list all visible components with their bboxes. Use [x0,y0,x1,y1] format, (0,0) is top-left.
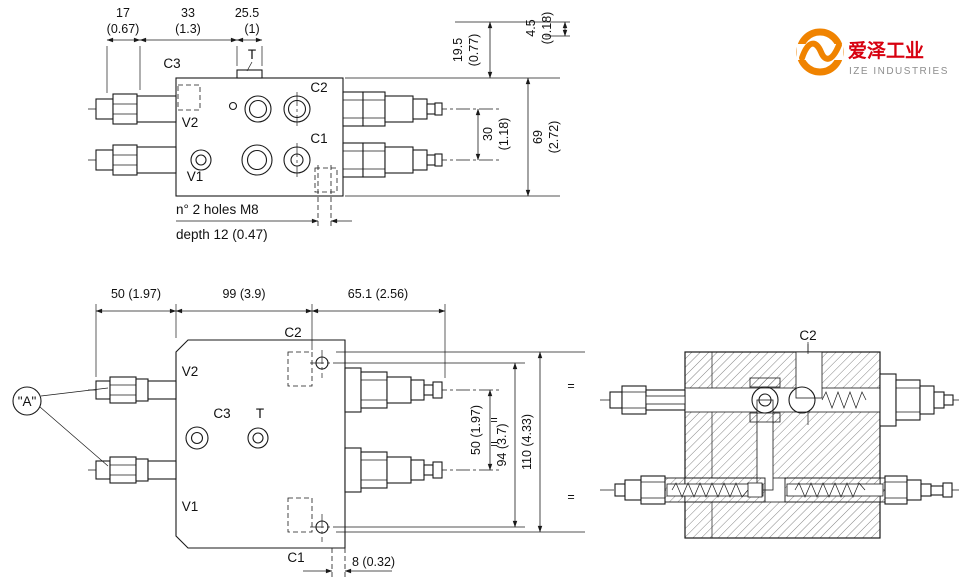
port-label-c3: C3 [213,406,230,421]
mount-hole-top [310,350,336,378]
t-port-boss [236,69,263,79]
right-cartridge-lower [342,142,443,178]
dim-4-5-in: (0.18) [540,12,554,45]
dim-30-in: (1.18) [497,118,511,151]
port-label-v1: V1 [182,499,199,514]
mount-hole-bottom [310,514,336,542]
hidden-cavity-bottom [287,497,313,533]
c2-port-bore [795,351,823,399]
equal-mark: = [567,490,574,504]
logo-english-name: IZE INDUSTRIES [849,66,949,77]
section-cartridge-lower-left [614,475,766,505]
spring [671,482,749,498]
front-view-dimensions-right: 50 (1.97) 94 (3.7) 110 (4.33) = = = = [336,351,585,533]
dim-69-in: (2.72) [547,121,561,154]
port-t-circle [244,95,272,123]
left-fitting-v2 [95,376,177,404]
port-label-c2: C2 [284,325,301,340]
dim-69: 69 [531,130,545,144]
equal-mark: = [490,413,497,427]
section-cartridge-lower-right [784,475,953,505]
port-label-v2: V2 [182,115,199,130]
front-view: "A" V2 C3 T V1 C2 C1 50 (1.97) 99 (3.9) … [12,287,585,577]
dim-99: 99 (3.9) [222,287,265,301]
dim-4-5: 4.5 [524,19,538,36]
spring [794,482,866,498]
dim-25-5: 25.5 [235,6,259,20]
section-left-fitting [609,385,686,415]
port-label-c1: C1 [310,131,327,146]
port-c1-circle [283,143,311,177]
port-label-c3: C3 [163,56,180,71]
leader-line [246,61,253,72]
port-c3-circle [241,144,273,176]
dim-33: 33 [181,6,195,20]
port-c2-circle [283,92,311,126]
equal-mark: = [490,437,497,451]
mount-holes-note: n° 2 holes M8 depth 12 (0.47) [176,202,352,242]
note-depth: depth 12 (0.47) [176,227,268,242]
dim-30: 30 [481,127,495,141]
dim-33-in: (1.3) [175,22,201,36]
dim-25-5-in: (1) [244,22,259,36]
logo-chinese-name: 爱泽工业 [848,40,924,62]
left-fitting-v2 [95,93,177,125]
right-cartridge-upper [342,91,443,127]
left-fitting-v1 [95,456,177,484]
balloon-a-label: "A" [18,394,37,409]
logo: 爱泽工业 IZE INDUSTRIES [796,28,949,77]
dim-94: 94 (3.7) [495,423,509,466]
balloon-a: "A" [12,386,109,467]
port-label-v1: V1 [187,169,204,184]
right-cartridge-upper [344,367,443,413]
dim-17: 17 [116,6,130,20]
front-view-dimension-bottom: 8 (0.32) [303,548,395,577]
dim-17-in: (0.67) [107,22,140,36]
port-label-t: T [256,406,264,421]
dim-19-5-in: (0.77) [467,34,481,67]
upper-bore [684,387,881,413]
port-label-v2: V2 [182,364,199,379]
logo-wave-icon [799,40,842,62]
port-label-t: T [248,47,256,62]
port-label-c2: C2 [310,80,327,95]
port-v1-circle [190,149,212,171]
top-view: C3 T C2 V2 C1 V1 17 (0.67) 33 (1.3) 25.5… [88,6,570,242]
left-fitting-v1 [95,144,177,176]
valve-body-front [175,339,346,549]
note-holes: n° 2 holes M8 [176,202,259,217]
section-view: C2 [600,328,962,539]
section-cartridge-upper-right [879,373,954,427]
top-view-dimensions: 17 (0.67) 33 (1.3) 25.5 (1) 19.5 (0.77) [106,6,570,197]
dim-8: 8 (0.32) [352,555,395,569]
port-c3-circle [185,426,209,450]
port-t-circle [247,427,269,449]
poppet [747,482,763,498]
dim-110: 110 (4.33) [520,414,534,470]
section-body [684,351,881,539]
dim-65-1: 65.1 (2.56) [348,287,408,301]
dim-19-5: 19.5 [451,38,465,62]
hidden-cavity-top [287,351,313,387]
pilot-hole [228,101,238,111]
mount-hole-outline [314,167,338,193]
right-cartridge-lower [344,447,443,493]
front-view-dimensions-top: 50 (1.97) 99 (3.9) 65.1 (2.56) [95,287,446,378]
port-label-c1: C1 [287,550,304,565]
dim-50-right: 50 (1.97) [469,405,483,455]
dim-50: 50 (1.97) [111,287,161,301]
shuttle-assembly [749,377,867,423]
port-label-c2: C2 [799,328,816,343]
spring [821,391,867,409]
equal-mark: = [567,379,574,393]
hidden-port-outline [177,84,201,111]
